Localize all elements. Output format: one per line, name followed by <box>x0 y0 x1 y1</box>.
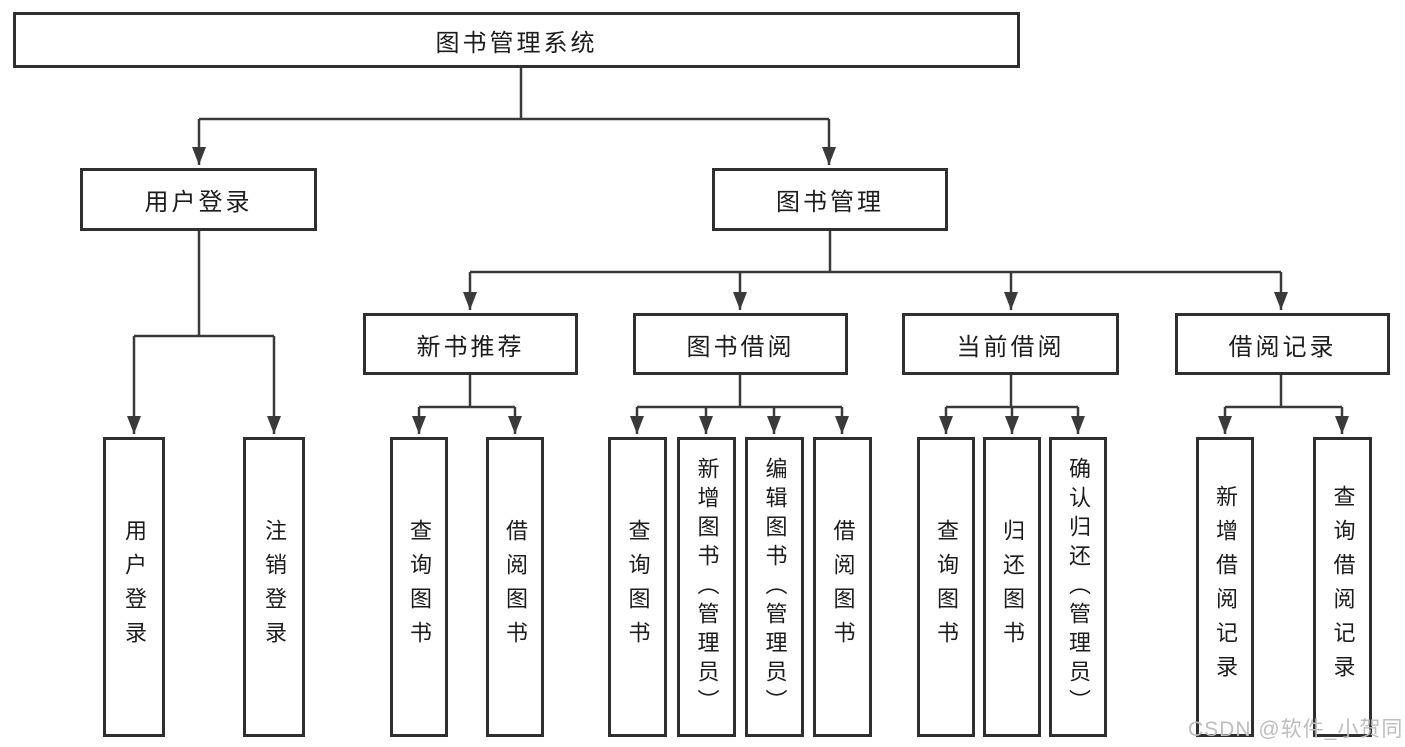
node-system-root-label: 图书管理系统 <box>435 29 598 57</box>
leaf-borrow-books-2: 借阅图书 <box>813 437 872 737</box>
node-book-borrow-label: 图书借阅 <box>686 333 795 361</box>
leaf-return-books-label: 归还图书 <box>1000 519 1025 655</box>
leaf-edit-books-admin-label: 编辑图书（管理员） <box>762 456 788 718</box>
leaf-query-books-3: 查询图书 <box>917 437 975 737</box>
leaf-add-books-admin: 新增图书（管理员） <box>677 437 736 737</box>
node-new-book-recommend: 新书推荐 <box>363 313 578 375</box>
node-current-borrow-label: 当前借阅 <box>956 333 1065 361</box>
node-user-login-label: 用户登录 <box>144 189 253 216</box>
node-book-management: 图书管理 <box>712 168 948 231</box>
node-borrow-records: 借阅记录 <box>1175 313 1390 375</box>
leaf-query-borrow-record: 查询借阅记录 <box>1313 437 1372 737</box>
leaf-borrow-books-1-label: 借阅图书 <box>503 519 528 655</box>
leaf-add-borrow-record-label: 新增借阅记录 <box>1213 485 1238 689</box>
leaf-add-books-admin-label: 新增图书（管理员） <box>694 456 720 718</box>
leaf-return-books: 归还图书 <box>983 437 1041 737</box>
leaf-query-books-3-label: 查询图书 <box>934 519 959 655</box>
node-book-borrow: 图书借阅 <box>633 313 848 375</box>
leaf-borrow-books-1: 借阅图书 <box>486 437 544 737</box>
leaf-query-books-1: 查询图书 <box>390 437 448 737</box>
leaf-query-books-2: 查询图书 <box>608 437 667 737</box>
leaf-query-books-1-label: 查询图书 <box>407 519 432 655</box>
leaf-confirm-return-admin: 确认归还（管理员） <box>1049 437 1107 737</box>
leaf-borrow-books-2-label: 借阅图书 <box>830 519 856 655</box>
leaf-logout-label: 注销登录 <box>262 519 287 655</box>
leaf-user-login: 用户登录 <box>103 437 165 737</box>
node-new-book-recommend-label: 新书推荐 <box>416 333 525 361</box>
leaf-edit-books-admin: 编辑图书（管理员） <box>745 437 804 737</box>
leaf-query-books-2-label: 查询图书 <box>625 519 651 655</box>
node-borrow-records-label: 借阅记录 <box>1228 333 1337 361</box>
node-user-login: 用户登录 <box>80 168 317 231</box>
node-current-borrow: 当前借阅 <box>902 313 1119 375</box>
watermark: CSDN @软件_小贺同学 <box>1188 718 1405 741</box>
leaf-user-login-label: 用户登录 <box>122 519 147 655</box>
leaf-confirm-return-admin-label: 确认归还（管理员） <box>1066 456 1091 718</box>
node-system-root: 图书管理系统 <box>13 12 1020 68</box>
leaf-logout: 注销登录 <box>243 437 305 737</box>
leaf-add-borrow-record: 新增借阅记录 <box>1196 437 1254 737</box>
leaf-query-borrow-record-label: 查询借阅记录 <box>1330 485 1356 689</box>
node-book-management-label: 图书管理 <box>776 189 884 216</box>
